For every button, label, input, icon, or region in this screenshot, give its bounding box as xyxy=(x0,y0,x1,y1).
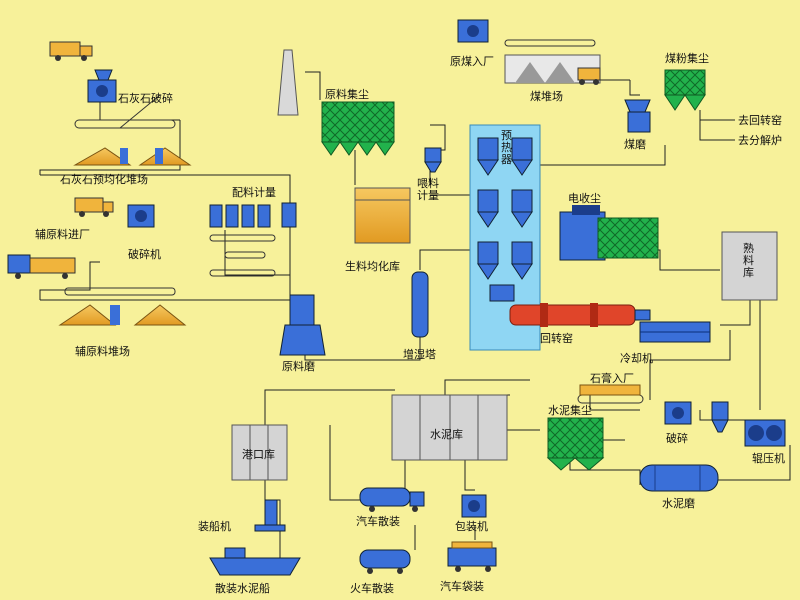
label-raw-silo: 生料均化库 xyxy=(345,260,400,273)
label-raw-dust: 原料集尘 xyxy=(325,88,369,101)
raw-meal-silo xyxy=(354,187,411,244)
limestone-stockpile xyxy=(73,147,192,166)
label-cement-mill: 水泥磨 xyxy=(662,497,695,510)
label-aux-entry: 辅原料进厂 xyxy=(35,228,90,241)
label-coal-entry: 原煤入厂 xyxy=(450,55,494,68)
conditioning-tower xyxy=(411,271,429,338)
limestone-truck-icon xyxy=(49,41,93,61)
label-rail-bulk: 火车散装 xyxy=(350,582,394,595)
coal-dust-collector xyxy=(664,69,706,111)
label-humid-tower: 增湿塔 xyxy=(403,348,436,361)
label-batching: 配料计量 xyxy=(232,186,276,199)
label-cement-silo: 水泥库 xyxy=(430,428,463,441)
kiln-feed-hopper-icon xyxy=(424,147,442,173)
label-raw-mill: 原料磨 xyxy=(282,360,315,373)
label-esp: 电收尘 xyxy=(568,192,601,205)
coal-conveyor xyxy=(504,39,596,47)
bulk-truck-icon xyxy=(359,487,425,512)
packer-icon xyxy=(461,494,487,518)
raw-mill-icon xyxy=(279,294,326,356)
coal-unloader-icon xyxy=(457,19,489,43)
cement-silo xyxy=(391,394,508,461)
label-truck-bulk: 汽车散装 xyxy=(356,515,400,528)
bulk-ship-icon xyxy=(209,547,301,576)
label-limestone-crush: 石灰石破碎 xyxy=(118,92,173,105)
aux-crusher-icon xyxy=(127,204,155,228)
ship-loader-icon xyxy=(254,499,286,532)
rail-bulk-car-icon xyxy=(359,549,411,574)
port-silo xyxy=(231,424,288,481)
label-roller-press: 辊压机 xyxy=(752,452,785,465)
rotary-kiln xyxy=(509,303,651,327)
aux-conveyor xyxy=(64,287,176,296)
limestone-conveyor xyxy=(74,94,176,129)
aux-dump-truck-icon xyxy=(7,254,76,279)
clinker-silo xyxy=(721,231,778,301)
coal-mill-icon xyxy=(624,99,651,133)
batching-conveyors xyxy=(209,234,276,277)
limestone-crusher-icon xyxy=(87,69,117,103)
aux-stockpile xyxy=(58,304,187,326)
raw-dust-collector xyxy=(321,101,395,156)
label-to-kiln: 去回转窑 xyxy=(738,114,782,127)
cement-hopper-icon xyxy=(711,401,729,433)
batching-hoppers-icon xyxy=(209,202,297,228)
label-gypsum-entry: 石膏入厂 xyxy=(590,372,634,385)
bag-truck-icon xyxy=(447,541,497,572)
gypsum-crusher-icon xyxy=(664,401,692,425)
label-cement-dust: 水泥集尘 xyxy=(548,404,592,417)
aux-reclaimer-icon xyxy=(110,305,120,325)
chimney-stack xyxy=(277,49,299,116)
aux-truck-icon xyxy=(74,197,114,217)
label-kiln-feed: 喂料计量 xyxy=(417,177,439,202)
label-coal-yard: 煤堆场 xyxy=(530,90,563,103)
limestone-reclaimer-icon xyxy=(120,148,163,164)
label-kiln: 回转窑 xyxy=(540,332,573,345)
cement-dust-collector xyxy=(546,417,605,471)
clinker-cooler xyxy=(639,321,711,343)
electrostatic-precipitator xyxy=(559,205,659,261)
label-bulk-ship: 散装水泥船 xyxy=(215,582,270,595)
label-preheater: 预热器 xyxy=(501,129,512,166)
label-coal-dust: 煤粉集尘 xyxy=(665,52,709,65)
label-clinker-silo: 熟料库 xyxy=(743,242,754,279)
coal-arrows xyxy=(712,119,735,141)
label-packer: 包装机 xyxy=(455,520,488,533)
label-ship-loader: 装船机 xyxy=(198,520,231,533)
label-limestone-yard: 石灰石预均化堆场 xyxy=(60,173,148,186)
label-crusher: 破碎机 xyxy=(128,248,161,261)
coal-bulldozer-icon xyxy=(577,67,601,85)
label-coal-mill: 煤磨 xyxy=(624,138,646,151)
label-port-silo: 港口库 xyxy=(242,448,275,461)
roller-press-icon xyxy=(744,419,786,447)
label-cooler: 冷却机 xyxy=(620,352,653,365)
gypsum-conveyor xyxy=(577,384,644,404)
label-truck-bag: 汽车袋装 xyxy=(440,580,484,593)
label-crush: 破碎 xyxy=(666,432,688,445)
label-aux-yard: 辅原料堆场 xyxy=(75,345,130,358)
cement-ball-mill xyxy=(639,464,719,492)
label-to-calciner: 去分解炉 xyxy=(738,134,782,147)
